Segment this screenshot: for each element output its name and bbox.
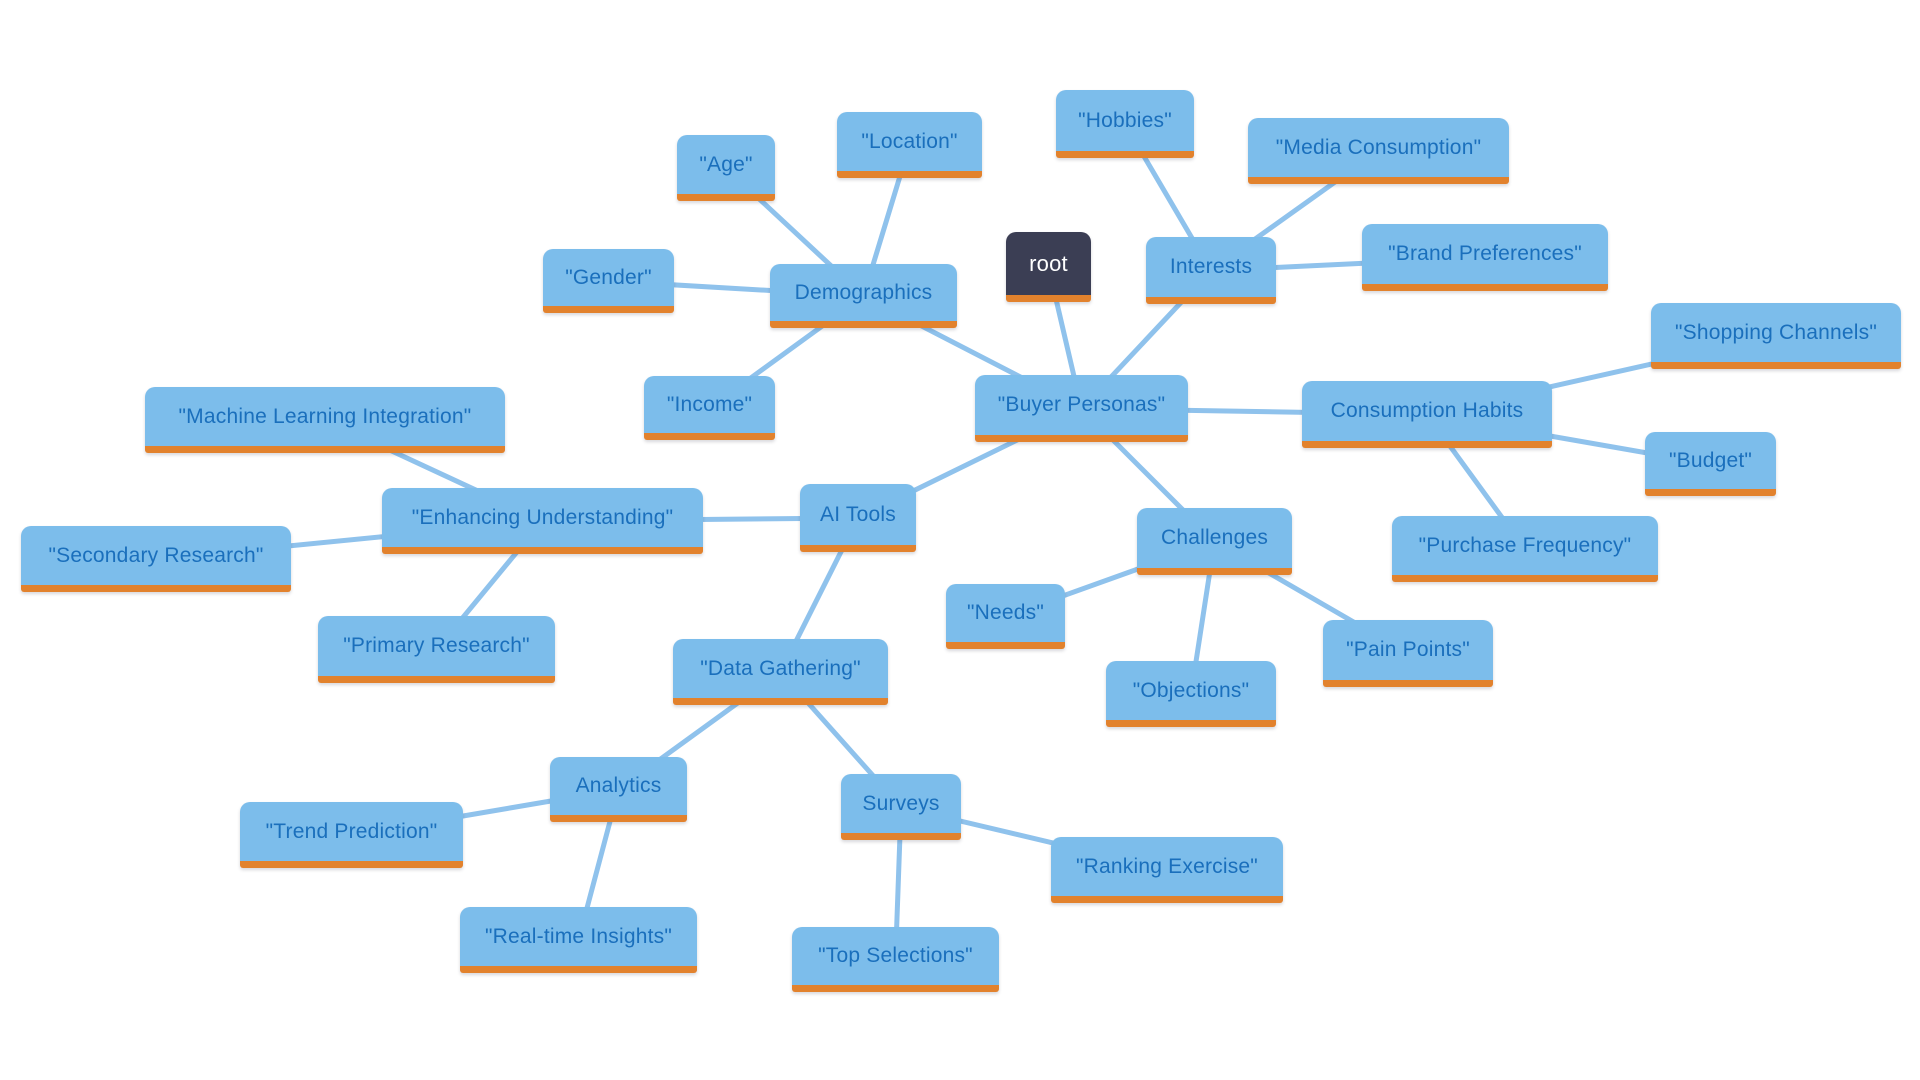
node-label-demographics: Demographics [794,280,933,304]
node-label-machine-learning-integration: "Machine Learning Integration" [178,404,472,428]
node-interests[interactable]: Interests [1146,237,1276,304]
node-real-time-insights[interactable]: "Real-time Insights" [460,907,697,973]
node-label-ai-tools: AI Tools [820,502,896,526]
node-label-location: "Location" [861,129,958,153]
node-label-root: root [1029,250,1068,276]
node-top-selections[interactable]: "Top Selections" [792,927,999,992]
node-label-primary-research: "Primary Research" [343,634,530,657]
node-label-income: "Income" [666,392,753,416]
node-needs[interactable]: "Needs" [946,584,1065,649]
node-label-secondary-research: "Secondary Research" [48,543,264,567]
node-age[interactable]: "Age" [677,135,775,201]
node-pain-points[interactable]: "Pain Points" [1323,620,1493,687]
node-hobbies[interactable]: "Hobbies" [1056,90,1194,158]
node-label-shopping-channels: "Shopping Channels" [1674,320,1878,344]
node-surveys[interactable]: Surveys [841,774,961,840]
node-brand-preferences[interactable]: "Brand Preferences" [1362,224,1608,291]
node-label-budget: "Budget" [1668,448,1753,472]
node-label-brand-preferences: "Brand Preferences" [1388,242,1582,265]
node-root[interactable]: root [1006,232,1091,302]
node-location[interactable]: "Location" [837,112,982,178]
node-income[interactable]: "Income" [644,376,775,440]
node-label-enhancing-understanding: "Enhancing Understanding" [411,505,674,529]
node-gender[interactable]: "Gender" [543,249,674,313]
node-label-media-consumption: "Media Consumption" [1275,135,1482,159]
node-label-real-time-insights: "Real-time Insights" [485,924,672,948]
node-label-age: "Age" [699,152,753,176]
node-buyer-personas[interactable]: "Buyer Personas" [975,375,1188,442]
node-label-needs: "Needs" [966,601,1044,624]
node-ai-tools[interactable]: AI Tools [800,484,916,552]
node-label-interests: Interests [1169,255,1253,278]
node-ranking-exercise[interactable]: "Ranking Exercise" [1051,837,1283,903]
node-label-surveys: Surveys [862,791,940,815]
node-label-top-selections: "Top Selections" [818,944,973,967]
node-objections[interactable]: "Objections" [1106,661,1276,727]
node-machine-learning-integration[interactable]: "Machine Learning Integration" [145,387,505,453]
node-trend-prediction[interactable]: "Trend Prediction" [240,802,463,868]
node-budget[interactable]: "Budget" [1645,432,1776,496]
node-label-challenges: Challenges [1160,526,1269,549]
node-challenges[interactable]: Challenges [1137,508,1292,575]
node-consumption-habits[interactable]: Consumption Habits [1302,381,1552,448]
node-shopping-channels[interactable]: "Shopping Channels" [1651,303,1901,369]
node-analytics[interactable]: Analytics [550,757,687,822]
node-label-purchase-frequency: "Purchase Frequency" [1418,533,1632,557]
node-secondary-research[interactable]: "Secondary Research" [21,526,291,592]
node-demographics[interactable]: Demographics [770,264,957,328]
node-media-consumption[interactable]: "Media Consumption" [1248,118,1509,184]
node-label-objections: "Objections" [1132,678,1250,702]
node-enhancing-understanding[interactable]: "Enhancing Understanding" [382,488,703,554]
node-label-pain-points: "Pain Points" [1346,638,1470,661]
node-primary-research[interactable]: "Primary Research" [318,616,555,683]
node-label-trend-prediction: "Trend Prediction" [265,819,438,843]
node-label-consumption-habits: Consumption Habits [1330,399,1524,422]
node-label-hobbies: "Hobbies" [1078,108,1172,132]
node-data-gathering[interactable]: "Data Gathering" [673,639,888,705]
node-label-analytics: Analytics [575,774,662,797]
node-label-buyer-personas: "Buyer Personas" [997,393,1166,416]
node-label-gender: "Gender" [565,265,652,289]
node-label-ranking-exercise: "Ranking Exercise" [1076,854,1258,878]
node-purchase-frequency[interactable]: "Purchase Frequency" [1392,516,1658,582]
node-label-data-gathering: "Data Gathering" [700,656,861,680]
